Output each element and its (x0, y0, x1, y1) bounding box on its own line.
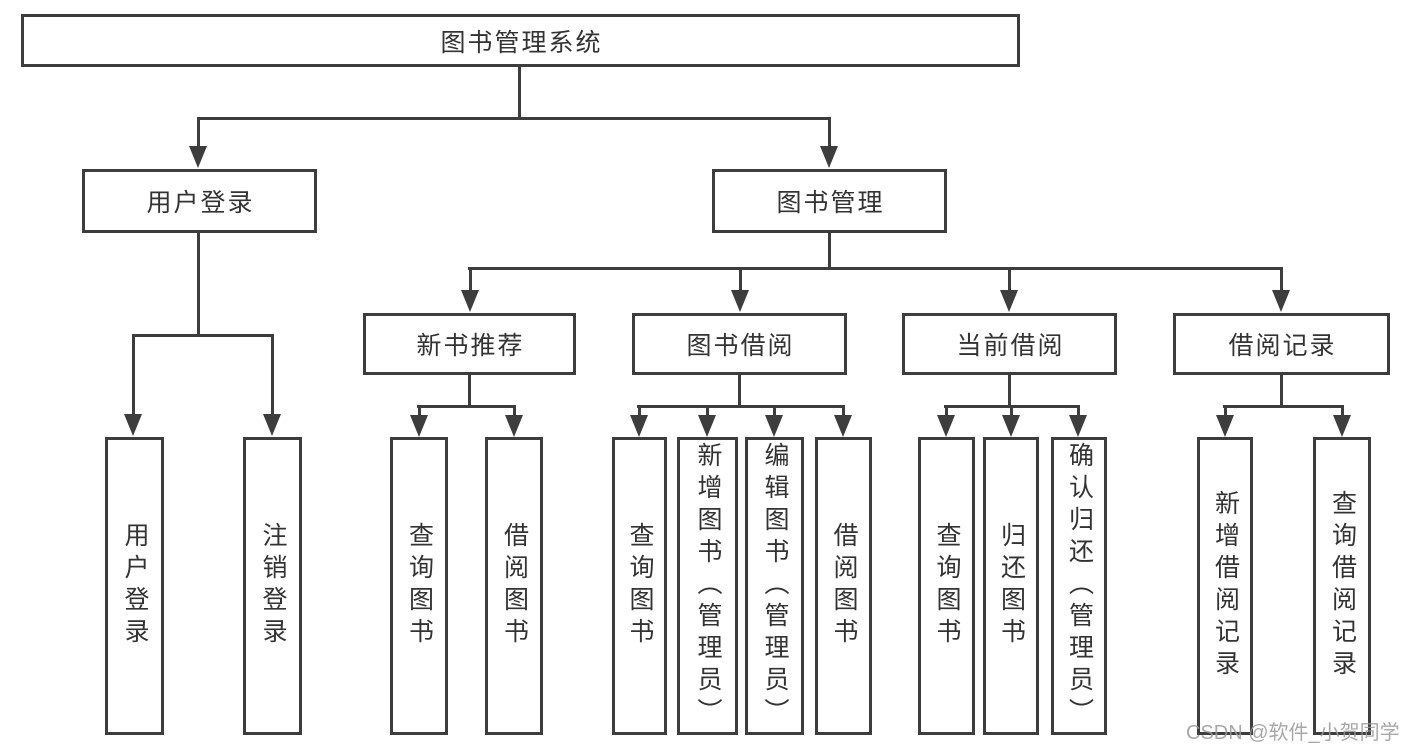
node-root: 图书管理系统 (21, 14, 1020, 67)
arrow-down-icon (410, 415, 428, 437)
node-query-borrow-record: 查询借阅记录 (1313, 437, 1371, 735)
node-borrowing-records: 借阅记录 (1173, 313, 1390, 375)
arrow-down-icon (1002, 415, 1020, 437)
connector-line (1341, 406, 1344, 417)
node-label-new-book-recommend: 新书推荐 (416, 332, 525, 360)
arrow-down-icon (765, 415, 783, 437)
arrow-down-icon (1216, 415, 1234, 437)
node-label-root: 图书管理系统 (440, 28, 603, 57)
connector-line (418, 406, 421, 417)
node-label-logout: 注销登录 (259, 522, 287, 650)
node-book-borrowing: 图书借阅 (632, 313, 847, 375)
node-label-book-management: 图书管理 (776, 189, 885, 217)
connector-line (828, 117, 831, 148)
connector-line (773, 406, 776, 417)
node-label-borrowing-records: 借阅记录 (1228, 332, 1337, 360)
connector-line (513, 406, 516, 417)
connector-line (739, 268, 742, 292)
connector-line (637, 405, 845, 408)
connector-line (1224, 406, 1227, 417)
node-label-confirm-return-admin: 确认归还（管理员） (1065, 442, 1094, 730)
connector-line (197, 233, 200, 336)
arrow-down-icon (731, 290, 749, 312)
connector-line (1008, 375, 1011, 407)
node-label-query-books-3: 查询图书 (933, 522, 961, 650)
connector-line (132, 335, 135, 416)
arrow-down-icon (820, 146, 838, 168)
arrow-down-icon (937, 415, 955, 437)
connector-line (197, 117, 200, 148)
connector-line (197, 117, 831, 120)
connector-line (1010, 406, 1013, 417)
node-logout: 注销登录 (243, 437, 302, 735)
node-add-borrow-record: 新增借阅记录 (1197, 437, 1253, 735)
arrow-down-icon (461, 290, 479, 312)
node-borrow-books-1: 借阅图书 (485, 437, 543, 735)
arrow-down-icon (1333, 415, 1351, 437)
connector-line (1008, 268, 1011, 292)
connector-line (706, 406, 709, 417)
node-user-login: 用户登录 (82, 169, 317, 233)
arrow-down-icon (263, 414, 281, 436)
connector-line (1077, 406, 1080, 417)
arrow-down-icon (189, 146, 207, 168)
node-confirm-return-admin: 确认归还（管理员） (1051, 437, 1107, 735)
node-label-add-borrow-record: 新增借阅记录 (1211, 490, 1240, 682)
csdn-watermark: CSDN @软件_小贺同学 (1186, 722, 1400, 744)
connector-line (842, 406, 845, 417)
node-current-borrowing: 当前借阅 (902, 313, 1117, 375)
connector-line (469, 268, 472, 292)
connector-line (468, 267, 1283, 270)
node-edit-books-admin: 编辑图书（管理员） (745, 437, 804, 735)
connector-line (132, 334, 274, 337)
node-query-books-2: 查询图书 (612, 437, 667, 735)
connector-line (1280, 375, 1283, 407)
connector-line (468, 375, 471, 407)
node-label-book-borrowing: 图书借阅 (686, 332, 795, 360)
arrow-down-icon (124, 414, 142, 436)
node-label-query-borrow-record: 查询借阅记录 (1328, 490, 1357, 682)
node-label-query-books-1: 查询图书 (405, 522, 434, 650)
connector-line (738, 375, 741, 407)
arrow-down-icon (630, 415, 648, 437)
node-label-user-login: 用户登录 (146, 189, 255, 217)
connector-line (828, 233, 831, 269)
arrow-down-icon (505, 415, 523, 437)
node-new-book-recommend: 新书推荐 (363, 313, 576, 375)
node-borrow-books-2: 借阅图书 (815, 437, 872, 735)
node-book-management: 图书管理 (712, 169, 947, 233)
node-label-borrow-books-1: 借阅图书 (500, 522, 529, 650)
node-label-borrow-books-2: 借阅图书 (830, 522, 858, 650)
node-label-query-books-2: 查询图书 (626, 522, 654, 650)
arrow-down-icon (834, 415, 852, 437)
node-return-books: 归还图书 (983, 437, 1039, 735)
node-user-login-leaf: 用户登录 (105, 437, 164, 735)
node-label-return-books: 归还图书 (997, 522, 1026, 650)
node-label-edit-books-admin: 编辑图书（管理员） (761, 442, 789, 730)
connector-line (1223, 405, 1344, 408)
node-query-books-3: 查询图书 (918, 437, 975, 735)
node-label-add-books-admin: 新增图书（管理员） (694, 442, 722, 730)
arrow-down-icon (698, 415, 716, 437)
node-add-books-admin: 新增图书（管理员） (677, 437, 738, 735)
arrow-down-icon (1272, 290, 1290, 312)
connector-line (638, 406, 641, 417)
connector-line (945, 406, 948, 417)
connector-line (417, 405, 516, 408)
node-query-books-1: 查询图书 (390, 437, 448, 735)
connector-line (271, 335, 274, 416)
arrow-down-icon (1000, 290, 1018, 312)
node-label-current-borrowing: 当前借阅 (956, 332, 1065, 360)
connector-line (1280, 268, 1283, 292)
node-label-user-login-leaf: 用户登录 (121, 522, 149, 650)
arrow-down-icon (1069, 415, 1087, 437)
connector-line (518, 67, 521, 119)
